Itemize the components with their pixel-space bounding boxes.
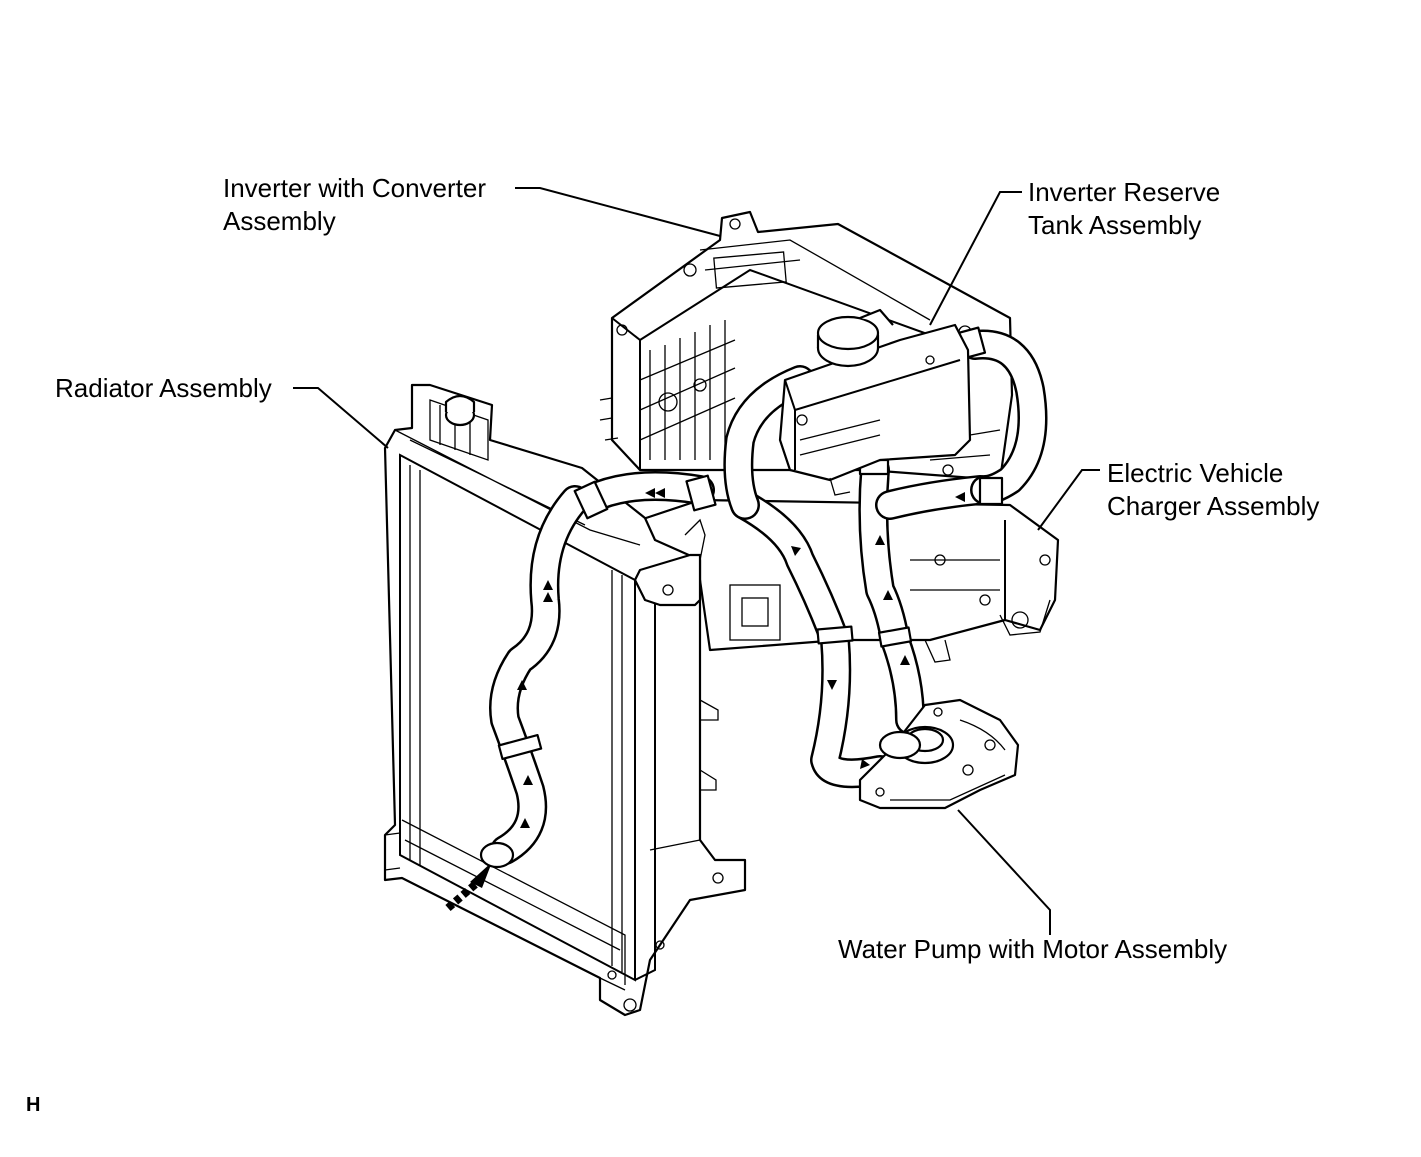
reserve-tank-assembly [778,308,972,496]
label-reserve-line2: Tank Assembly [1028,210,1202,240]
figure-code: H [26,1094,41,1116]
label-radiator-line1: Radiator Assembly [55,373,272,403]
label-reserve-line1: Inverter Reserve [1028,177,1221,207]
ev-charger-assembly [638,498,1060,663]
label-radiator: Radiator Assembly [55,372,272,405]
label-reserve-tank: Inverter Reserve Tank Assembly [1028,176,1220,242]
label-inverter-line1: Inverter with Converter [223,173,486,203]
label-inverter-converter: Inverter with Converter Assembly [223,172,486,238]
label-ev-charger: Electric Vehicle Charger Assembly [1107,457,1319,523]
label-water-pump: Water Pump with Motor Assembly [838,933,1227,966]
water-pump-assembly [858,698,1020,810]
radiator-assembly [383,383,747,1017]
coolant-hoses [445,326,1048,912]
label-pump-line1: Water Pump with Motor Assembly [838,934,1228,964]
label-charger-line2: Charger Assembly [1107,491,1320,521]
label-inverter-line2: Assembly [223,206,336,236]
label-charger-line1: Electric Vehicle [1107,458,1284,488]
leader-lines [293,187,1100,935]
